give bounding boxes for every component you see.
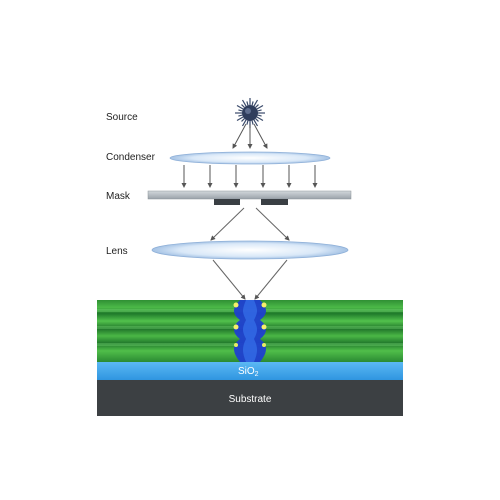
sun-ray — [257, 114, 262, 117]
sun-ray — [238, 114, 243, 117]
sun-ray — [236, 116, 244, 122]
sun-ray — [257, 109, 262, 112]
sun-ray — [255, 118, 259, 122]
sun-ray — [256, 116, 264, 122]
sun-ray — [238, 109, 243, 112]
mask-block-left — [214, 199, 240, 205]
sun-ray — [246, 120, 249, 125]
sun-ray — [251, 101, 254, 106]
sun-ray — [253, 99, 259, 107]
substrate-layer — [97, 380, 403, 416]
label-mask: Mask — [106, 191, 131, 202]
sun-ray — [241, 104, 245, 108]
label-substrate: Substrate — [229, 394, 272, 405]
sun-ray — [241, 119, 247, 127]
source-arrows — [232, 123, 268, 149]
mask-block-right — [261, 199, 288, 205]
sun-ray — [241, 99, 247, 107]
sun-ray — [256, 104, 264, 110]
sun-ray — [241, 118, 245, 122]
label-condenser: Condenser — [106, 152, 156, 163]
sun-ray — [251, 120, 254, 125]
projection-lens — [151, 240, 349, 260]
sun-ray — [236, 104, 244, 110]
sio2-layer — [97, 362, 403, 380]
label-source: Source — [106, 112, 138, 123]
sun-ray — [253, 119, 259, 127]
label-sio2: SiO2 — [238, 366, 259, 378]
sun-ray — [246, 101, 249, 106]
label-lens: Lens — [106, 246, 128, 257]
lens-to-wafer-arrows — [212, 259, 288, 300]
sun-ray — [255, 104, 259, 108]
condenser-arrows — [181, 165, 318, 188]
mask-plate — [147, 190, 352, 200]
photoresist-layer — [97, 300, 403, 362]
source-sun-icon — [235, 98, 265, 128]
condenser-lens — [169, 151, 331, 165]
mask-to-lens-arrows — [210, 207, 290, 241]
